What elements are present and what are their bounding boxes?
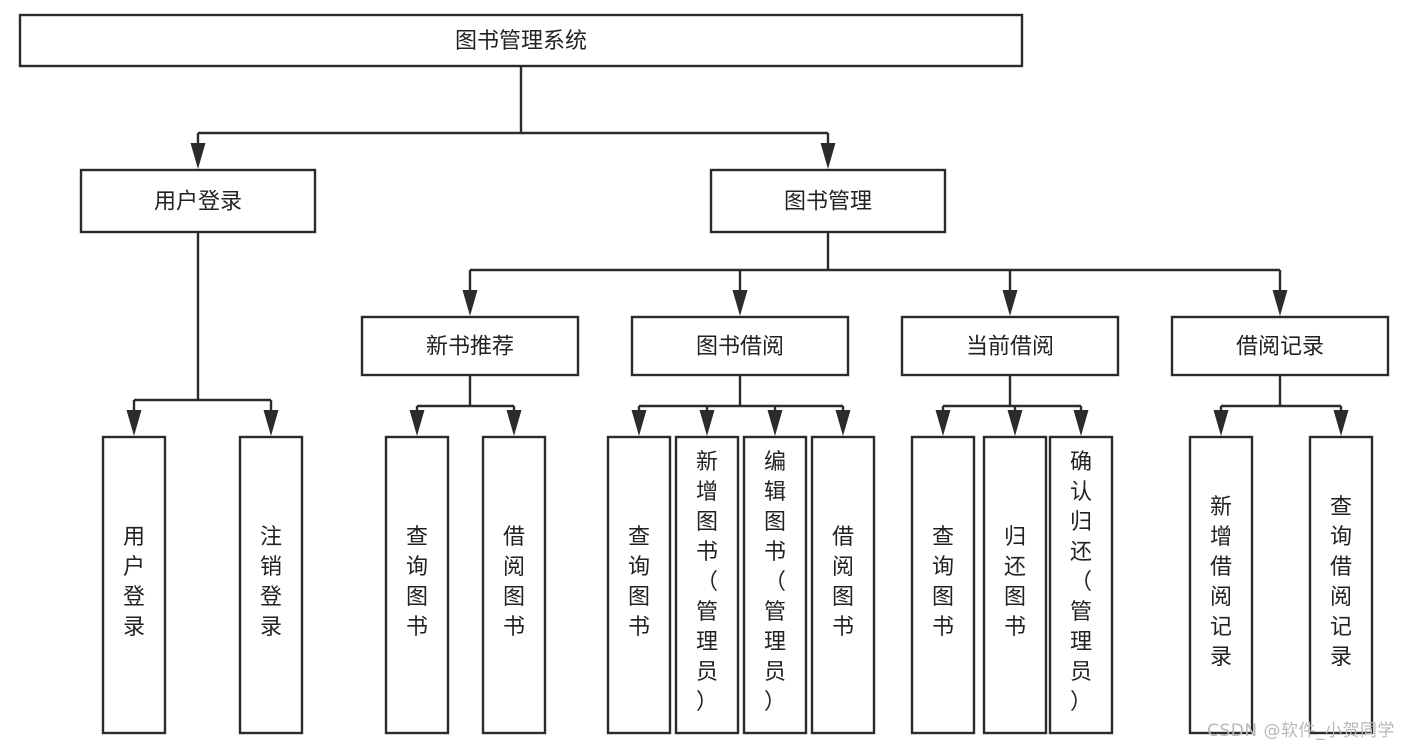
node-layer: 图书管理系统用户登录图书管理新书推荐图书借阅当前借阅借阅记录用户登录注销登录查询…	[18, 13, 1390, 735]
node-leaf_0[interactable]: 用户登录	[101, 435, 167, 735]
node-box[interactable]	[1188, 435, 1254, 735]
node-box[interactable]	[674, 435, 740, 735]
connector-arrowhead	[631, 410, 647, 436]
node-box[interactable]	[900, 315, 1120, 377]
connector-arrowhead	[1213, 410, 1229, 436]
connector-arrowhead	[732, 290, 748, 316]
node-leaf_1[interactable]: 注销登录	[238, 435, 304, 735]
node-box[interactable]	[810, 435, 876, 735]
node-root[interactable]: 图书管理系统	[18, 13, 1024, 68]
node-label: 新书推荐	[426, 335, 514, 360]
connector-group-l1_0	[126, 232, 279, 436]
node-label: 图书管理系统	[455, 29, 587, 54]
connector-arrowhead	[835, 410, 851, 436]
connector-arrowhead	[409, 410, 425, 436]
node-leaf_12[interactable]: 查询借阅记录	[1308, 435, 1374, 735]
node-label: 用户登录	[154, 190, 242, 215]
connector-arrowhead	[1002, 290, 1018, 316]
node-l2_0[interactable]: 新书推荐	[360, 315, 580, 377]
connector-arrowhead	[1333, 410, 1349, 436]
node-leaf_7[interactable]: 借阅图书	[810, 435, 876, 735]
csdn-watermark: CSDN @软件_小贺同学	[1207, 721, 1395, 741]
node-l1_1[interactable]: 图书管理	[709, 168, 947, 234]
node-label: 图书借阅	[696, 335, 784, 360]
connector-group-l2_2	[935, 375, 1089, 436]
connector-arrowhead	[699, 410, 715, 436]
node-box[interactable]	[982, 435, 1048, 735]
node-box[interactable]	[360, 315, 580, 377]
node-leaf_6[interactable]: 编辑图书（管理员）	[742, 435, 808, 735]
node-label: 借阅图书	[503, 525, 525, 640]
node-label: 查询借阅记录	[1330, 495, 1352, 670]
connector-arrowhead	[126, 410, 142, 436]
node-label: 当前借阅	[966, 335, 1054, 360]
node-box[interactable]	[606, 435, 672, 735]
connector-group-l1_1	[462, 232, 1288, 316]
connector-arrowhead	[1007, 410, 1023, 436]
node-box[interactable]	[742, 435, 808, 735]
node-box[interactable]	[630, 315, 850, 377]
node-leaf_4[interactable]: 查询图书	[606, 435, 672, 735]
node-box[interactable]	[101, 435, 167, 735]
node-label: 图书管理	[784, 190, 872, 215]
connector-arrowhead	[1073, 410, 1089, 436]
connector-group-l2_3	[1213, 375, 1349, 436]
node-leaf_8[interactable]: 查询图书	[910, 435, 976, 735]
node-label: 查询图书	[932, 525, 954, 640]
node-box[interactable]	[1170, 315, 1390, 377]
node-label: 新增借阅记录	[1210, 495, 1232, 670]
node-label: 归还图书	[1004, 525, 1026, 640]
node-box[interactable]	[79, 168, 317, 234]
connector-arrowhead	[190, 143, 206, 169]
node-box[interactable]	[481, 435, 547, 735]
node-box[interactable]	[910, 435, 976, 735]
node-leaf_5[interactable]: 新增图书（管理员）	[674, 435, 740, 735]
connector-group-l2_0	[409, 375, 522, 436]
connector-arrowhead	[506, 410, 522, 436]
node-label: 编辑图书（管理员）	[764, 450, 786, 715]
connector-arrowhead	[767, 410, 783, 436]
node-l2_2[interactable]: 当前借阅	[900, 315, 1120, 377]
connector-arrowhead	[263, 410, 279, 436]
connector-arrowhead	[462, 290, 478, 316]
node-label: 注销登录	[260, 525, 282, 640]
node-box[interactable]	[1308, 435, 1374, 735]
connector-arrowhead	[1272, 290, 1288, 316]
node-leaf_2[interactable]: 查询图书	[384, 435, 450, 735]
node-box[interactable]	[709, 168, 947, 234]
node-label: 借阅图书	[832, 525, 854, 640]
node-label: 用户登录	[123, 525, 145, 640]
node-label: 确认归还（管理员）	[1070, 450, 1092, 715]
node-box[interactable]	[238, 435, 304, 735]
node-leaf_9[interactable]: 归还图书	[982, 435, 1048, 735]
connector-arrowhead	[820, 143, 836, 169]
node-leaf_10[interactable]: 确认归还（管理员）	[1048, 435, 1114, 735]
node-box[interactable]	[384, 435, 450, 735]
node-label: 借阅记录	[1236, 335, 1324, 360]
node-label: 查询图书	[628, 525, 650, 640]
connector-group-root	[190, 66, 836, 169]
connector-group-l2_1	[631, 375, 851, 436]
connector-layer	[126, 66, 1349, 436]
node-l2_3[interactable]: 借阅记录	[1170, 315, 1390, 377]
node-box[interactable]	[1048, 435, 1114, 735]
node-leaf_11[interactable]: 新增借阅记录	[1188, 435, 1254, 735]
node-l2_1[interactable]: 图书借阅	[630, 315, 850, 377]
connector-arrowhead	[935, 410, 951, 436]
node-label: 查询图书	[406, 525, 428, 640]
node-box[interactable]	[18, 13, 1024, 68]
node-l1_0[interactable]: 用户登录	[79, 168, 317, 234]
node-label: 新增图书（管理员）	[696, 450, 718, 715]
node-leaf_3[interactable]: 借阅图书	[481, 435, 547, 735]
